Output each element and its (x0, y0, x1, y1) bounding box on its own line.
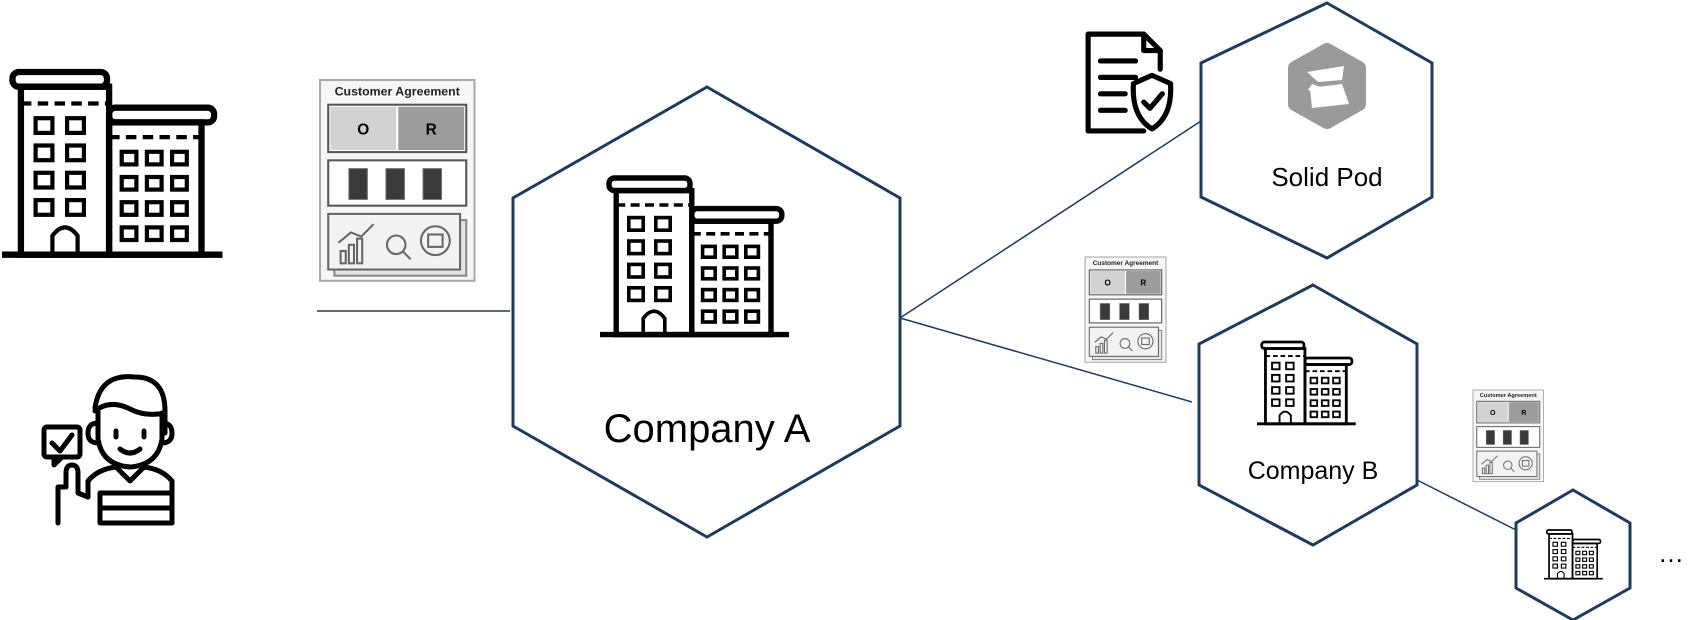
document-shield-icon (1088, 34, 1171, 131)
node-company-next (1514, 488, 1632, 620)
agreement-cell-r: R (1140, 279, 1146, 288)
customer-icon (44, 377, 172, 523)
agreement-title: Customer Agreement (1480, 393, 1537, 399)
node-company-a: Company A (511, 85, 902, 539)
line-company-b-to-next (1416, 479, 1517, 531)
line-company-a-to-solid-pod (899, 120, 1202, 319)
agreement-cell-o: O (357, 122, 369, 139)
line-company-a-to-company-b (899, 317, 1193, 403)
company-b-hexagon (1197, 283, 1419, 547)
solid-pod-hexagon (1199, 1, 1434, 260)
company-b-label: Company B (1248, 457, 1379, 485)
company-a-label: Company A (604, 407, 811, 451)
agreement-cell-r: R (426, 122, 437, 139)
agreement-title: Customer Agreement (335, 84, 460, 98)
solid-pod-label: Solid Pod (1271, 162, 1382, 192)
ellipsis-more: … (1658, 538, 1684, 568)
customer-agreement-mid: Customer Agreement O R (1084, 256, 1167, 363)
customer-agreement-small: Customer Agreement O R (1472, 389, 1544, 483)
solid-logo-icon (1288, 43, 1366, 129)
agreement-cell-o: O (1105, 279, 1111, 288)
agreement-cell-o: O (1490, 410, 1496, 417)
node-solid-pod: Solid Pod (1199, 1, 1434, 260)
connector-lines (317, 120, 1517, 531)
agreement-title: Customer Agreement (1093, 260, 1159, 267)
node-company-b: Company B (1197, 283, 1419, 547)
agreement-cell-r: R (1521, 410, 1526, 417)
building-icon (2, 72, 222, 255)
customer-agreement-large: Customer Agreement O R (318, 78, 476, 282)
